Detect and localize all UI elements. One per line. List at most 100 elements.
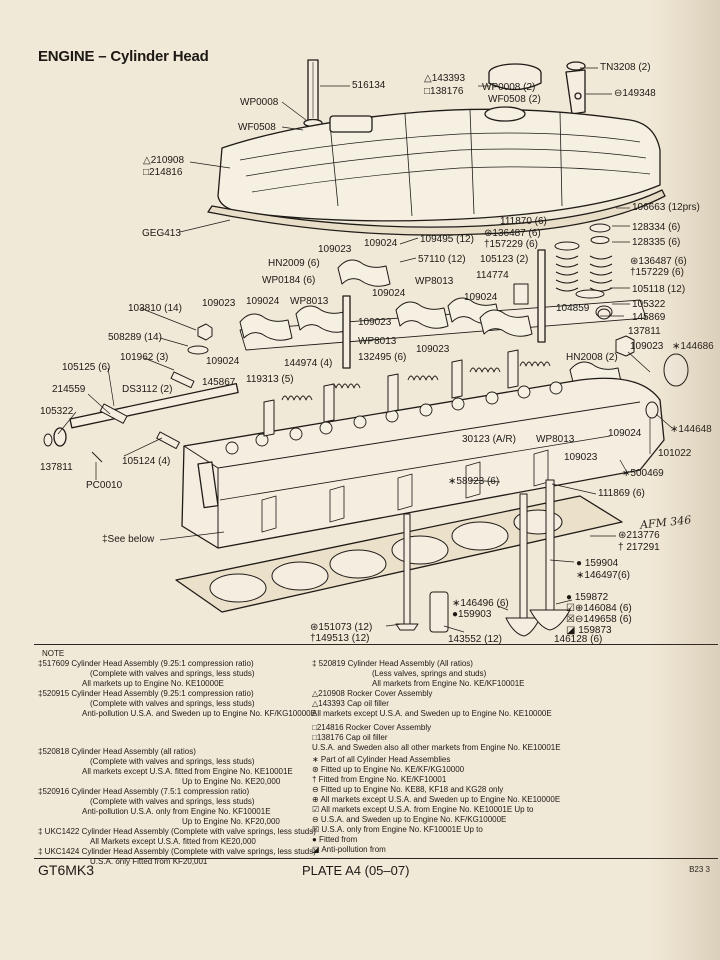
part-label: 103810 (14) xyxy=(128,303,182,314)
part-label: ‡See below xyxy=(102,534,155,545)
part-label: 101962 (3) xyxy=(120,352,169,363)
part-label: 137811 xyxy=(628,326,661,337)
part-label: 119313 (5) xyxy=(246,374,294,385)
part-label: ● 159904 xyxy=(576,558,619,569)
exploded-cylinder-head-diagram xyxy=(43,59,689,637)
part-label: 57110 (12) xyxy=(418,254,466,265)
note-line: (Less valves, springs and studs) xyxy=(372,669,487,678)
part-label: 109495 (12) xyxy=(420,234,474,245)
model-name: GT6MK3 xyxy=(38,862,95,878)
note-line: ◪ Anti-pollution from xyxy=(312,845,386,854)
part-label: HN2008 (2) xyxy=(566,352,618,363)
part-label: GEG413 xyxy=(142,228,181,239)
small-hardware xyxy=(43,308,689,463)
note-line: All markets except U.S.A. and Sweden up … xyxy=(312,709,552,718)
part-label: ∗144648 xyxy=(670,424,712,435)
valves xyxy=(395,479,571,637)
note-line: All markets up to Engine No. KE10000E xyxy=(82,679,224,688)
part-label: †157229 (6) xyxy=(484,239,538,250)
part-label: WP0184 (6) xyxy=(262,275,316,286)
note-line: ‡517609 Cylinder Head Assembly (9.25:1 c… xyxy=(38,659,254,668)
part-label: †149513 (12) xyxy=(310,633,370,644)
breather-bracket xyxy=(565,61,586,115)
note-line: † Fitted from Engine No. KE/KF10001 xyxy=(312,775,447,784)
cylinder-head xyxy=(181,349,665,549)
part-label: 105322 xyxy=(632,299,666,310)
part-label: WP8013 xyxy=(290,296,329,307)
note-line: Anti-pollution U.S.A. and Sweden up to E… xyxy=(82,709,316,718)
part-label: ●159903 xyxy=(452,609,492,620)
part-label: 146128 (6) xyxy=(554,634,603,645)
part-label: WP8013 xyxy=(415,276,454,287)
part-label: 137811 xyxy=(40,462,73,473)
cylinder-head-gasket xyxy=(175,495,623,613)
part-label: 128335 (6) xyxy=(632,237,681,248)
rocker-shaft-springs xyxy=(281,361,551,401)
part-label: ● 159872 xyxy=(566,592,609,603)
note-line: (Complete with valves and springs, less … xyxy=(90,757,255,766)
note-line: △210908 Rocker Cover Assembly xyxy=(312,689,433,698)
note-line: ⊖ U.S.A. and Sweden up to Engine No. KF/… xyxy=(312,815,507,824)
part-label: ∗500469 xyxy=(622,468,664,479)
part-label: WP8013 xyxy=(536,434,575,445)
note-line: Anti-pollution U.S.A. only from Engine N… xyxy=(82,807,271,816)
part-label: ⊛213776 xyxy=(618,530,660,541)
note-line: ● Fitted from xyxy=(312,835,358,844)
part-label: 132495 (6) xyxy=(358,352,407,363)
oil-filler-cap xyxy=(488,63,542,91)
part-label: 101022 xyxy=(658,448,692,459)
part-label: △210908 xyxy=(143,155,185,166)
part-label: ∗146497(6) xyxy=(576,570,630,581)
part-label: ☒⊖149658 (6) xyxy=(566,614,632,625)
part-label: 508289 (14) xyxy=(108,332,162,343)
part-label: ☑⊕146084 (6) xyxy=(566,603,632,614)
part-label: 114774 xyxy=(476,270,509,281)
part-label: 516134 xyxy=(352,80,386,91)
note-line: Up to Engine No. KF20,000 xyxy=(182,817,280,826)
notes-heading: NOTE xyxy=(42,649,65,658)
part-label: TN3208 (2) xyxy=(600,62,651,73)
note-line: ⊛ Fitted up to Engine No. KE/KF/KG10000 xyxy=(312,765,465,774)
part-label: 109023 xyxy=(630,341,664,352)
note-line: ⊕ All markets except U.S.A. and Sweden u… xyxy=(312,795,561,804)
note-line: ‡ UKC1422 Cylinder Head Assembly (Comple… xyxy=(38,827,316,836)
part-label: WF0508 (2) xyxy=(488,94,541,105)
note-line: (Complete with valves and springs, less … xyxy=(90,797,255,806)
rocker-cover xyxy=(217,106,661,222)
note-line: ‡520916 Cylinder Head Assembly (7.5:1 co… xyxy=(38,787,250,796)
part-label: 109023 xyxy=(202,298,236,309)
note-line: All Markets except U.S.A. fitted from KE… xyxy=(90,837,256,846)
part-label: 111869 (6) xyxy=(598,488,645,499)
note-line: △143393 Cap oil filler xyxy=(312,699,389,708)
part-label: 104859 xyxy=(556,303,590,314)
part-label: 109023 xyxy=(358,317,392,328)
part-label: ⊛151073 (12) xyxy=(310,622,373,633)
part-label: WP0008 (2) xyxy=(482,82,536,93)
part-label: ⊛136487 (6) xyxy=(630,256,687,267)
part-label: WP0008 xyxy=(240,97,279,108)
part-label: 105118 (12) xyxy=(632,284,686,295)
part-label: ◪ 159873 xyxy=(566,625,612,636)
part-label: ∗146496 (6) xyxy=(452,598,509,609)
part-label: PC0010 xyxy=(86,480,123,491)
part-label: ⊛136487 (6) xyxy=(484,228,541,239)
plate-code: B23 3 xyxy=(689,865,710,874)
part-label: HN2009 (6) xyxy=(268,258,320,269)
part-label: □214816 xyxy=(143,167,183,178)
part-label: 111870 (6) xyxy=(500,216,547,227)
part-label: ∗144686 xyxy=(672,341,714,352)
part-label: DS3112 (2) xyxy=(122,384,173,395)
note-line: U.S.A. and Sweden also all other markets… xyxy=(312,743,561,752)
part-label: 145869 xyxy=(632,312,666,323)
plate-footer: GT6MK3 PLATE A4 (05–07) B23 3 xyxy=(34,858,718,881)
part-label: 109023 xyxy=(416,344,450,355)
part-label: 106663 (12prs) xyxy=(632,202,700,213)
note-line: □138176 Cap oil filler xyxy=(312,733,388,742)
part-label: △143393 xyxy=(424,73,466,84)
part-label: WF0508 xyxy=(238,122,276,133)
part-label: 109024 xyxy=(206,356,240,367)
part-label: 109024 xyxy=(364,238,398,249)
note-line: ‡ UKC1424 Cylinder Head Assembly (Comple… xyxy=(38,847,316,856)
note-line: ‡520818 Cylinder Head Assembly (all rati… xyxy=(38,747,196,756)
